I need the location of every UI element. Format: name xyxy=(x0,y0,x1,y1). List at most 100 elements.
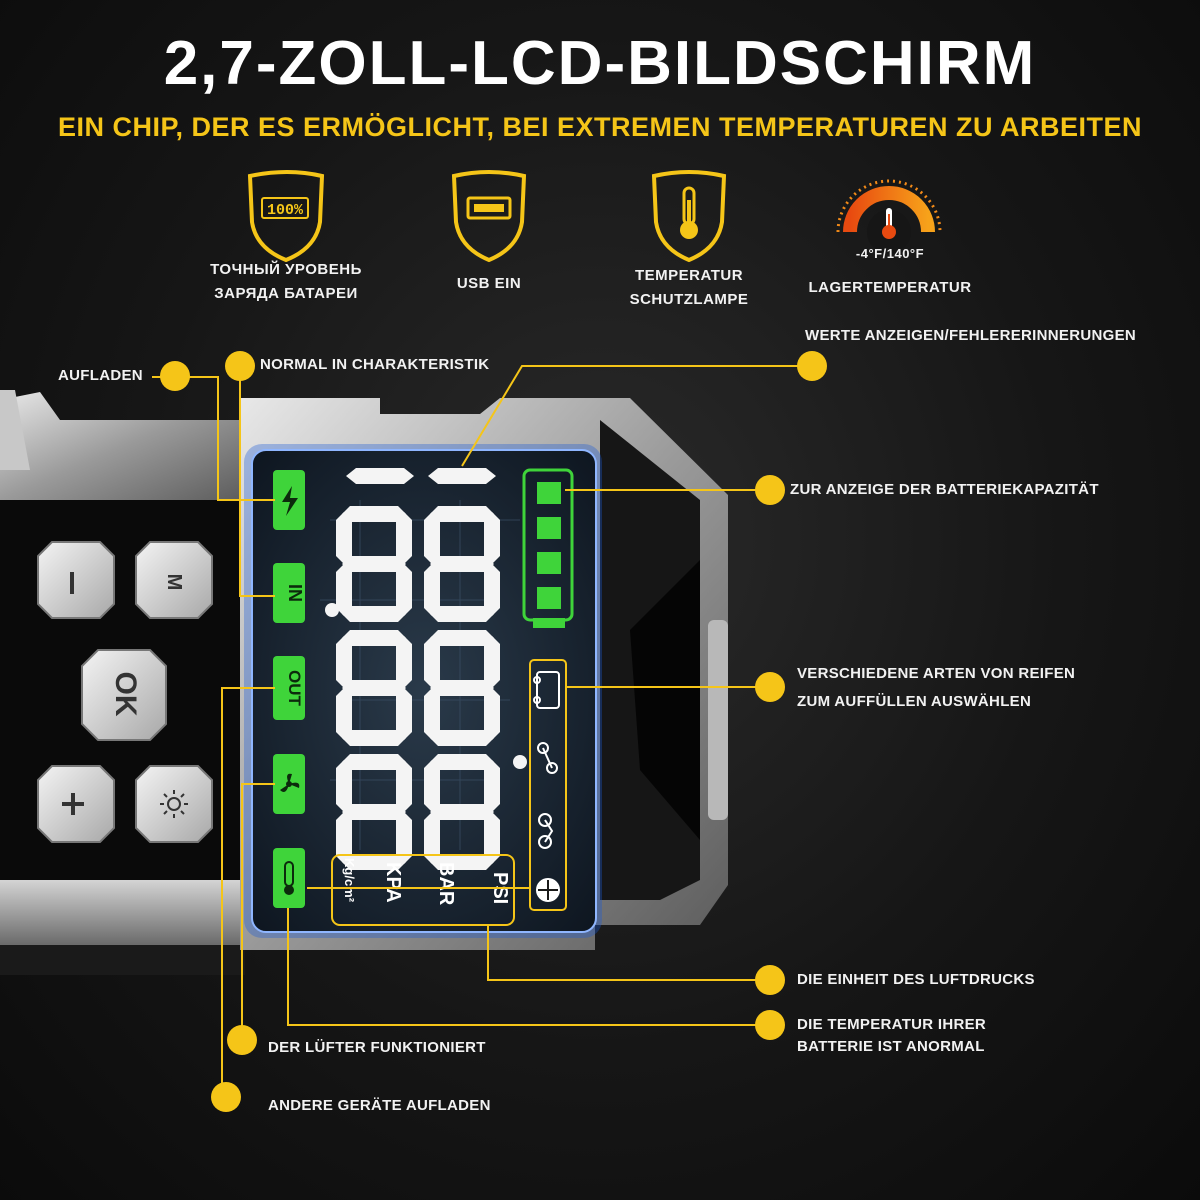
lcd-segment xyxy=(430,506,494,522)
lcd-top-bars xyxy=(346,468,496,484)
temperature-gauge-icon xyxy=(836,179,942,254)
lcd-segment xyxy=(342,680,406,696)
usb-shield-icon xyxy=(451,170,527,263)
fan-icon xyxy=(280,773,300,792)
callout-pressure-unit: DIE EINHEIT DES LUFTDRUCKS xyxy=(797,971,1035,988)
lcd-segment xyxy=(342,506,406,522)
input-indicator-label: IN xyxy=(285,584,305,602)
lcd-segment xyxy=(484,812,500,864)
lcd-seven-segment-digits xyxy=(336,506,500,870)
page-subtitle: EIN CHIP, DER ES ERMÖGLICHT, BEI EXTREME… xyxy=(57,112,1143,142)
mode-button[interactable]: M xyxy=(135,541,213,619)
callout-tire-types: VERSCHIEDENE ARTEN VON REIFEN ZUM AUFFÜL… xyxy=(797,660,1075,716)
lcd-segment xyxy=(342,854,406,870)
lcd-segment xyxy=(342,730,406,746)
lcd-segment xyxy=(342,556,406,572)
pressure-units xyxy=(331,854,515,926)
lcd-segment xyxy=(396,812,412,864)
ok-button[interactable]: OK xyxy=(81,649,167,741)
svg-text:M: M xyxy=(163,574,185,591)
lcd-segment xyxy=(342,804,406,820)
lcd-segment xyxy=(430,804,494,820)
lcd-segment xyxy=(396,512,412,564)
lcd-segment xyxy=(424,812,440,864)
lcd-segment xyxy=(484,512,500,564)
lcd-segment xyxy=(430,606,494,622)
svg-text:100%: 100% xyxy=(267,202,304,219)
lcd-segment xyxy=(424,512,440,564)
lcd-segment xyxy=(342,630,406,646)
lcd-segment xyxy=(396,760,412,812)
lcd-segment xyxy=(484,760,500,812)
lcd-segment xyxy=(424,688,440,740)
callout-line: BATTERIE IST ANORMAL xyxy=(797,1038,985,1055)
feature-label-line: USB EIN xyxy=(456,275,522,292)
lcd-segment xyxy=(430,556,494,572)
callout-other-devices: ANDERE GERÄTE AUFLADEN xyxy=(268,1097,491,1114)
callout-battery-temperature: DIE TEMPERATUR IHRER BATTERIE IST ANORMA… xyxy=(797,1014,986,1058)
thermometer-shield-icon xyxy=(651,170,727,263)
lcd-segment xyxy=(336,688,352,740)
feature-label-line: SCHUTZLAMPE xyxy=(629,291,749,308)
motorcycle-icon xyxy=(537,742,558,774)
callout-normal: NORMAL IN CHARAKTERISTIK xyxy=(260,356,490,373)
tire-type-selector xyxy=(529,659,567,911)
unit-kgcm2: Kg/cm² xyxy=(342,858,357,903)
unit-bar: BAR xyxy=(435,862,457,906)
feature-storage-temperature: LAGERTEMPERATUR xyxy=(808,279,972,296)
callout-dots xyxy=(160,351,827,1112)
lcd-segment xyxy=(430,854,494,870)
lcd-segment xyxy=(484,688,500,740)
lcd-segment xyxy=(424,636,440,688)
lcd-segment xyxy=(336,564,352,616)
light-button[interactable] xyxy=(135,765,213,843)
car-icon xyxy=(533,671,560,709)
lcd-segment xyxy=(430,680,494,696)
callout-line: DIE TEMPERATUR IHRER xyxy=(797,1016,987,1033)
callout-line: ZUM AUFFÜLLEN AUSWÄHLEN xyxy=(797,693,1032,710)
charging-bolt-icon xyxy=(282,486,298,516)
lcd-segment xyxy=(424,564,440,616)
battery-capacity-indicator xyxy=(522,468,574,628)
lcd-segment xyxy=(396,688,412,740)
callout-lines xyxy=(152,365,798,1086)
ball-icon xyxy=(536,878,560,902)
lcd-segment xyxy=(396,564,412,616)
lcd-segment xyxy=(336,512,352,564)
minus-button[interactable] xyxy=(37,541,115,619)
feature-usb: USB EIN xyxy=(400,272,578,296)
output-indicator-label: OUT xyxy=(285,670,304,707)
feature-temperature-protection: TEMPERATUR SCHUTZLAMPE xyxy=(600,264,778,312)
lcd-decimal-point xyxy=(325,603,339,617)
feature-battery-level: ТОЧНЫЙ УРОВЕНЬ ЗАРЯДА БАТАРЕИ xyxy=(186,258,386,306)
feature-label-line: ЗАРЯДА БАТАРЕИ xyxy=(214,285,358,302)
lcd-segment xyxy=(342,606,406,622)
bicycle-icon xyxy=(538,813,554,849)
feature-label-line: TEMPERATUR xyxy=(634,267,744,284)
callout-battery-capacity: ZUR ANZEIGE DER BATTERIEKAPAZITÄT xyxy=(790,481,1099,498)
page-title: 2,7-ZOLL-LCD-BILDSCHIRM xyxy=(163,29,1037,98)
svg-text:OK: OK xyxy=(109,672,142,717)
feature-label-line: ТОЧНЫЙ УРОВЕНЬ xyxy=(210,261,362,278)
lcd-segment xyxy=(430,730,494,746)
temperature-range: -4°F/140°F xyxy=(855,246,925,261)
callout-werte: WERTE ANZEIGEN/FEHLERERINNERUNGEN xyxy=(805,327,1137,344)
thermometer-warning-icon xyxy=(284,861,294,895)
callout-aufladen: AUFLADEN xyxy=(58,367,143,384)
battery-100-shield-icon: 100% xyxy=(247,170,325,263)
lcd-segment xyxy=(430,754,494,770)
lcd-segment xyxy=(342,754,406,770)
callout-fan: DER LÜFTER FUNKTIONIERT xyxy=(268,1039,486,1056)
lcd-segment xyxy=(430,630,494,646)
plus-button[interactable] xyxy=(37,765,115,843)
lcd-segment xyxy=(484,564,500,616)
callout-line: VERSCHIEDENE ARTEN VON REIFEN xyxy=(797,665,1076,682)
lcd-segment xyxy=(396,636,412,688)
lcd-segment xyxy=(336,812,352,864)
lcd-segment xyxy=(336,636,352,688)
unit-kpa: KPA xyxy=(382,862,404,903)
lcd-segment xyxy=(484,636,500,688)
lcd-segment xyxy=(424,760,440,812)
lcd-segment xyxy=(336,760,352,812)
